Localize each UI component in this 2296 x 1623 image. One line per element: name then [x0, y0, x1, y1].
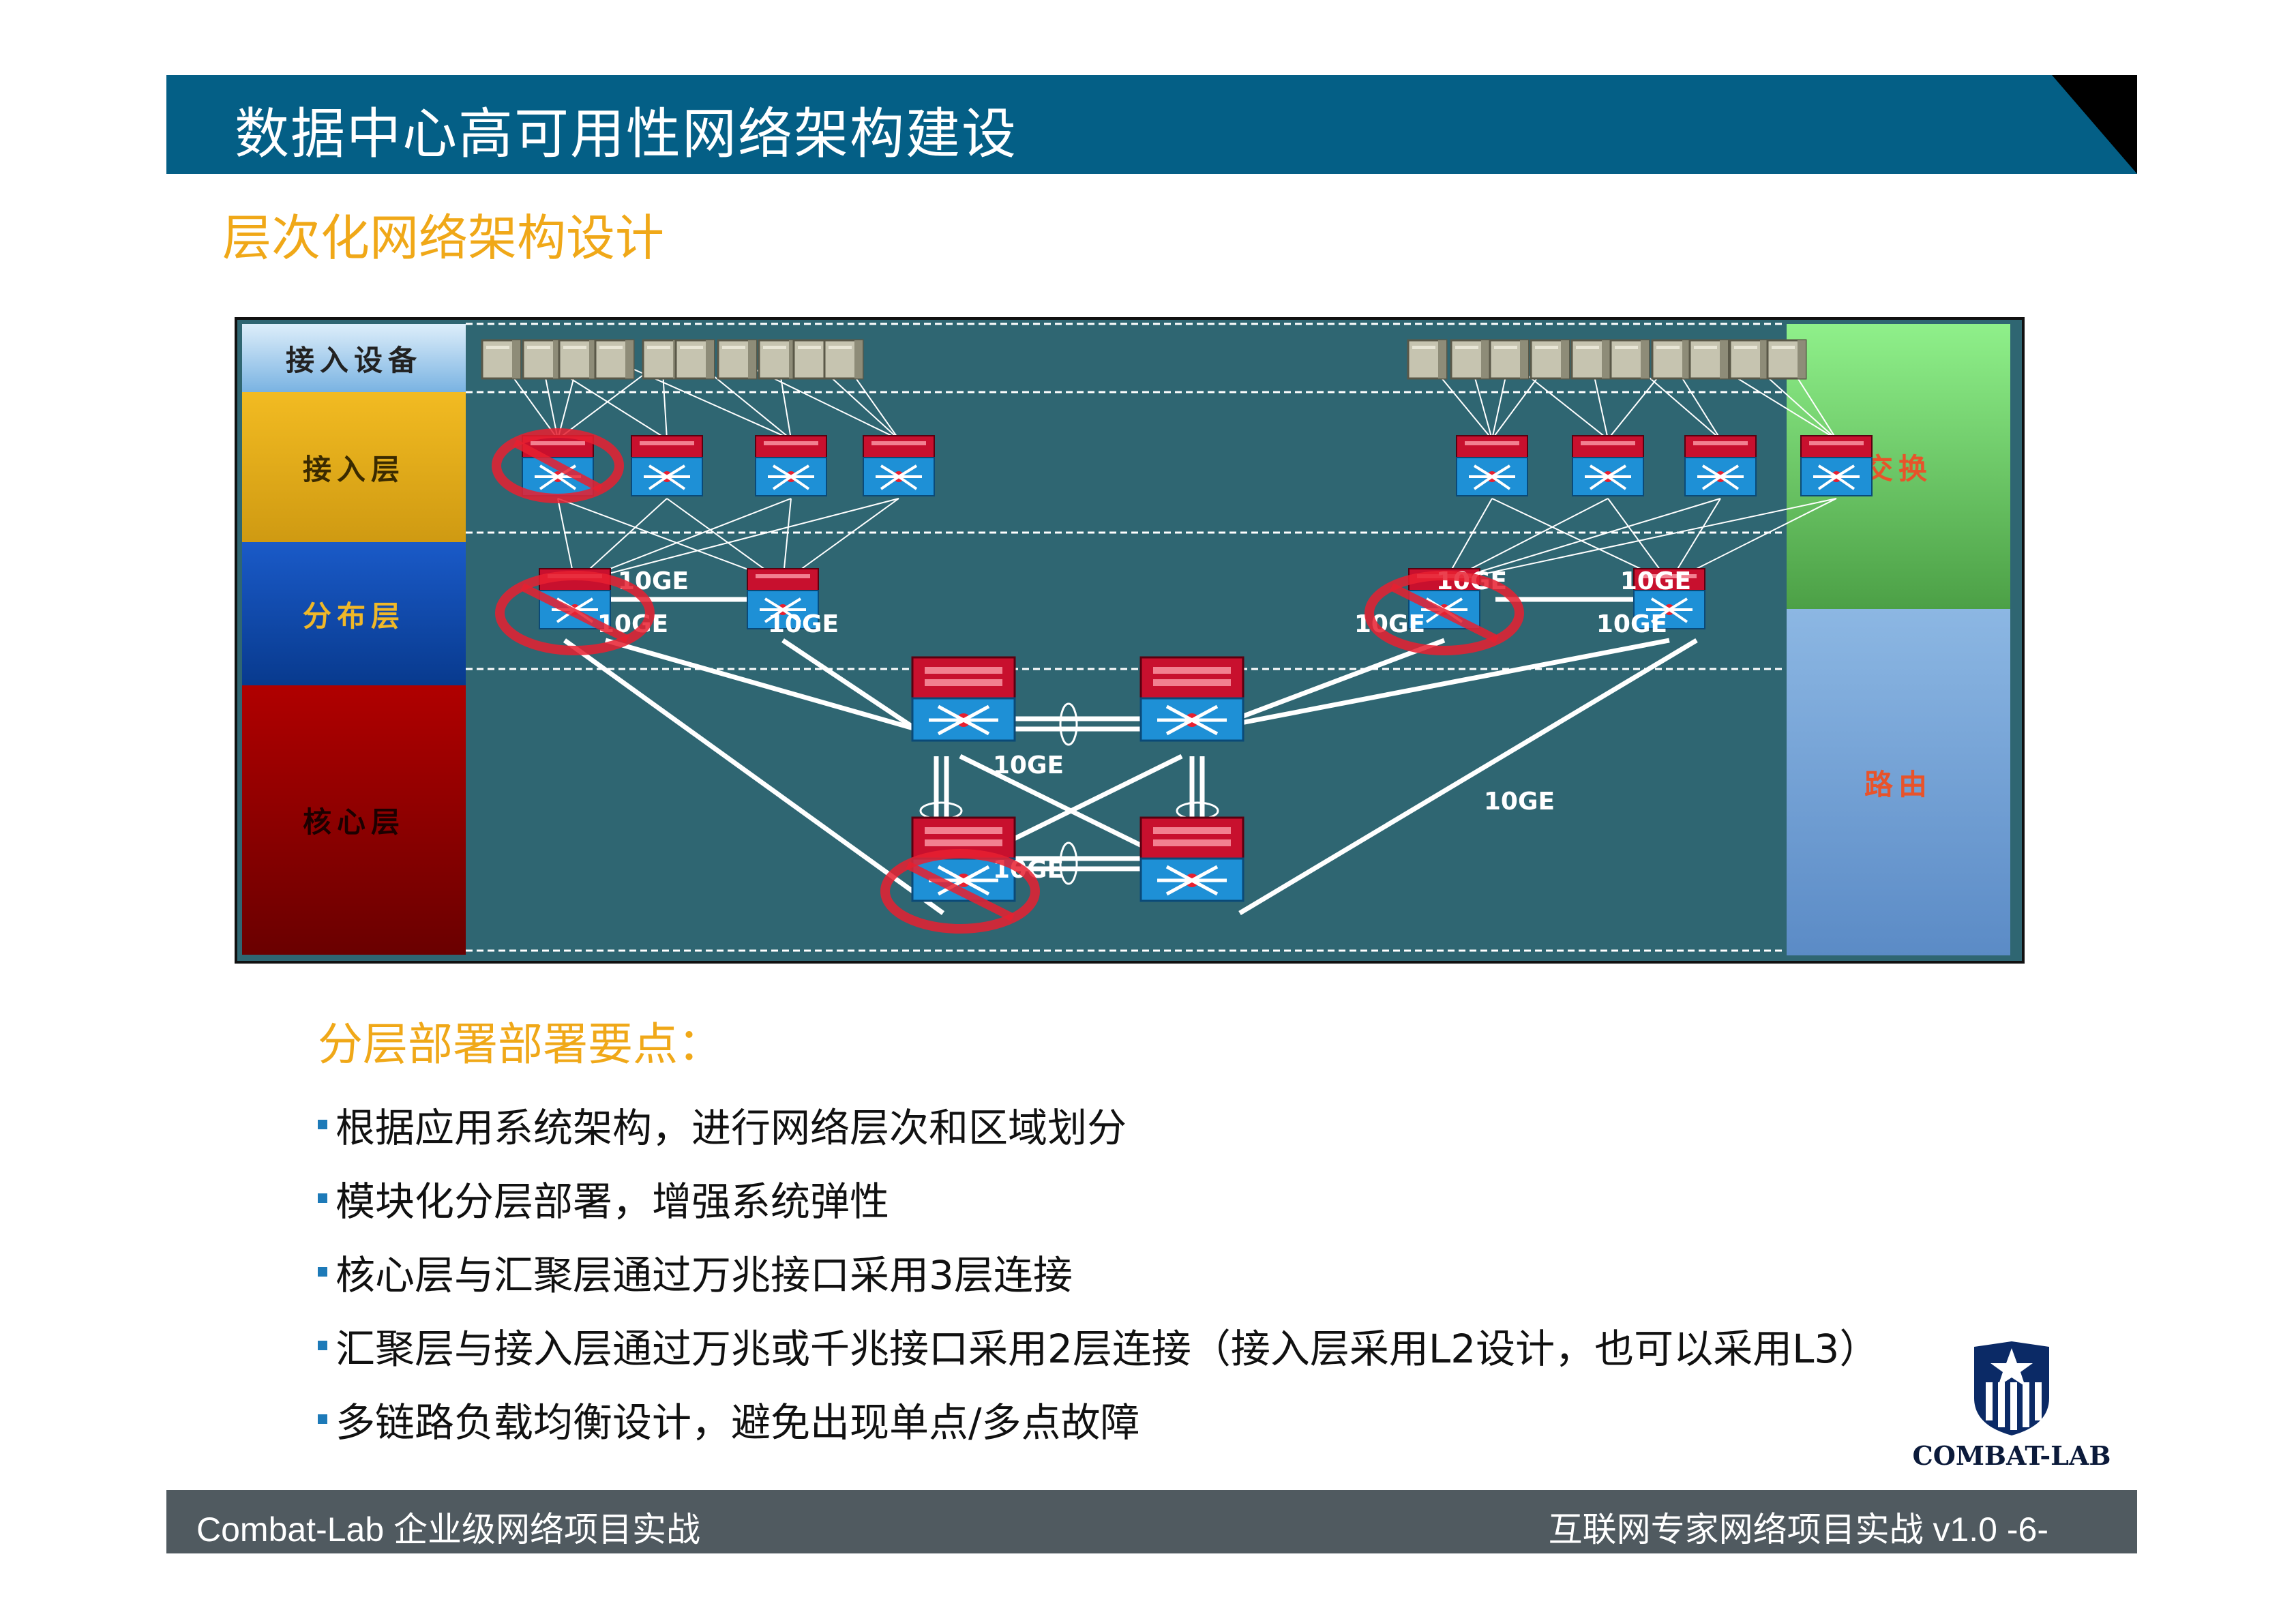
layer-label-access: 接入层	[242, 392, 466, 542]
bullet-square-icon	[318, 1267, 327, 1277]
bullet-square-icon	[318, 1193, 327, 1203]
server-icon	[758, 339, 799, 380]
page-title: 数据中心高可用性网络架构建设	[235, 102, 1017, 166]
server-icon	[1450, 339, 1491, 380]
side-label-routing: 路由	[1787, 609, 2010, 955]
failure-mark-icon	[495, 571, 655, 655]
failure-mark-icon	[1365, 571, 1524, 655]
access-switch-icon	[754, 434, 828, 497]
combat-lab-logo: COMBAT-LAB	[1912, 1341, 2111, 1471]
server-icon	[1609, 339, 1650, 380]
list-item: 多链路负载均衡设计，避免出现单点/多点故障	[318, 1382, 1879, 1456]
layer-label-distribution: 分布层	[242, 542, 466, 685]
list-item-text: 汇聚层与接入层通过万兆或千兆接口采用2层连接（接入层采用L2设计，也可以采用L3…	[336, 1326, 1879, 1372]
core-switch-icon	[1141, 657, 1243, 741]
server-icon	[823, 339, 864, 380]
server-icon	[594, 339, 635, 380]
server-icon	[674, 339, 715, 380]
footer-page-info: 互联网专家网络项目实战 v1.0 -6-	[1548, 1510, 2048, 1549]
link-speed-label: 10GE	[993, 751, 1064, 779]
list-item-text: 根据应用系统架构，进行网络层次和区域划分	[336, 1105, 1127, 1151]
logo-text: COMBAT-LAB	[1912, 1440, 2111, 1471]
server-icon	[522, 339, 563, 380]
core-switch-icon	[912, 657, 1015, 741]
title-bar: 数据中心高可用性网络架构建设	[166, 75, 2137, 174]
page-subtitle: 层次化网络架构设计	[222, 209, 665, 267]
server-icon	[1530, 339, 1570, 380]
server-icon	[1688, 339, 1729, 380]
access-switch-icon	[1571, 434, 1645, 497]
layer-label-core: 核心层	[242, 685, 466, 955]
layer-label-access-devices: 接入设备	[242, 324, 466, 392]
bullet-square-icon	[318, 1120, 327, 1129]
access-switch-icon	[1684, 434, 1757, 497]
list-item: 模块化分层部署，增强系统弹性	[318, 1161, 1879, 1235]
list-item: 核心层与汇聚层通过万兆接口采用3层连接	[318, 1235, 1879, 1309]
points-title: 分层部署部署要点：	[318, 1018, 723, 1071]
server-icon	[1766, 339, 1807, 380]
footer-bar: Combat-Lab 企业级网络项目实战 互联网专家网络项目实战 v1.0 -6…	[166, 1490, 2137, 1553]
link-speed-label: 10GE	[768, 610, 839, 638]
server-icon	[481, 339, 522, 380]
failure-marks	[492, 428, 1524, 934]
bullet-square-icon	[318, 1341, 327, 1350]
server-icon	[1407, 339, 1448, 380]
core-links	[563, 597, 1698, 916]
failure-mark-icon	[492, 428, 624, 503]
list-item-text: 核心层与汇聚层通过万兆接口采用3层连接	[336, 1252, 1073, 1298]
list-item-text: 模块化分层部署，增强系统弹性	[336, 1178, 890, 1225]
server-icon	[717, 339, 758, 380]
bullet-square-icon	[318, 1414, 327, 1424]
link-speed-label: 10GE	[1596, 610, 1667, 638]
list-item: 汇聚层与接入层通过万兆或千兆接口采用2层连接（接入层采用L2设计，也可以采用L3…	[318, 1309, 1879, 1382]
network-diagram: 接入设备 接入层 分布层 核心层 交换 路由	[235, 317, 2025, 964]
layer-dividers	[466, 323, 1784, 952]
list-item-text: 多链路负载均衡设计，避免出现单点/多点故障	[336, 1399, 1140, 1446]
server-icon	[1729, 339, 1770, 380]
link-speed-label: 10GE	[1484, 788, 1555, 816]
server-icon	[558, 339, 599, 380]
title-corner-decoration	[2052, 75, 2137, 174]
failure-mark-icon	[880, 849, 1040, 934]
list-item: 根据应用系统架构，进行网络层次和区域划分	[318, 1088, 1879, 1161]
access-switch-icon	[862, 434, 936, 497]
access-switch-icon	[1455, 434, 1529, 497]
core-switch-icon	[1141, 818, 1243, 901]
access-switch-icon	[630, 434, 704, 497]
server-icon	[1489, 339, 1530, 380]
footer-course-name: Combat-Lab 企业级网络项目实战	[196, 1510, 701, 1549]
points-list: 根据应用系统架构，进行网络层次和区域划分 模块化分层部署，增强系统弹性 核心层与…	[318, 1088, 1879, 1456]
access-switch-icon	[1800, 434, 1873, 497]
access-devices	[481, 339, 1807, 380]
server-icon	[1570, 339, 1611, 380]
link-speed-label: 10GE	[1620, 567, 1691, 595]
server-icon	[1651, 339, 1692, 380]
